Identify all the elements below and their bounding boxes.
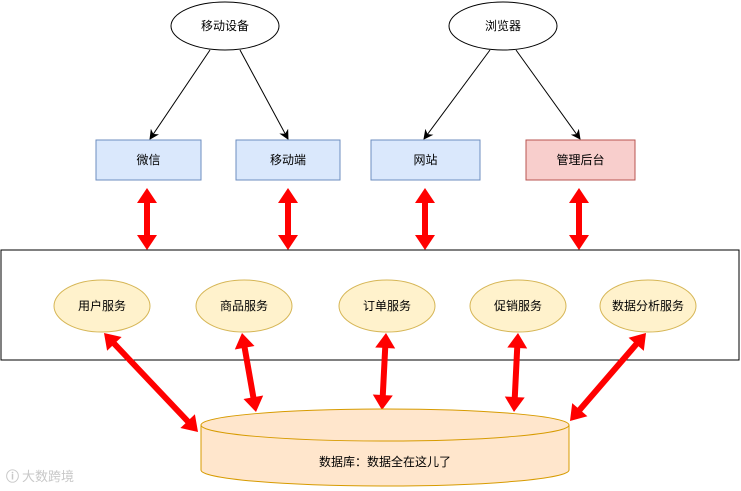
connector-mobile-to-wechat: [149, 49, 211, 140]
double-arrow-website: [415, 188, 435, 250]
channel-admin: 管理后台: [525, 139, 636, 181]
watermark-text: 大数跨境: [22, 470, 75, 485]
channel-label: 管理后台: [556, 152, 604, 167]
channel-website: 网站: [370, 139, 481, 181]
channel-service-arrows: [137, 188, 589, 250]
double-arrow-user-db: [104, 333, 198, 432]
service-user: 用户服务: [53, 279, 151, 333]
service-promotion: 促销服务: [469, 279, 567, 333]
service-product: 商品服务: [195, 279, 293, 333]
double-arrow-promotion-db: [504, 333, 528, 412]
client-mobile-device: 移动设备: [170, 1, 280, 51]
service-order: 订单服务: [338, 279, 436, 333]
channel-label: 移动端: [270, 153, 306, 167]
client-browser: 浏览器: [448, 1, 558, 51]
client-label: 移动设备: [201, 19, 249, 33]
service-db-arrows: [104, 333, 646, 432]
service-label: 商品服务: [220, 298, 268, 313]
service-layer-container: [0, 249, 740, 361]
channel-mobile: 移动端: [235, 139, 341, 181]
database-label: 数据库：数据全在这儿了: [319, 454, 451, 469]
double-arrow-mobile: [278, 188, 298, 250]
double-arrow-analytics-db: [570, 333, 646, 421]
connector-mobile-to-mobileapp: [239, 49, 289, 140]
connector-browser-to-admin: [515, 49, 581, 140]
service-label: 促销服务: [494, 298, 542, 313]
service-label: 用户服务: [78, 298, 126, 313]
double-arrow-order-db: [372, 333, 396, 410]
double-arrow-admin: [569, 188, 589, 250]
connector-browser-to-website: [423, 49, 491, 140]
channel-label: 微信: [136, 153, 160, 167]
channel-label: 网站: [413, 153, 437, 167]
double-arrow-wechat: [137, 188, 157, 250]
client-connectors: [149, 49, 581, 140]
double-arrow-product-db: [234, 333, 264, 412]
channel-wechat: 微信: [95, 139, 202, 181]
database-cylinder: 数据库：数据全在这儿了: [200, 408, 570, 487]
service-label: 订单服务: [363, 298, 411, 313]
client-label: 浏览器: [485, 18, 521, 33]
service-analytics: 数据分析服务: [599, 279, 697, 333]
service-label: 数据分析服务: [612, 298, 684, 313]
watermark-logo-icon: ⓘ: [6, 470, 20, 485]
